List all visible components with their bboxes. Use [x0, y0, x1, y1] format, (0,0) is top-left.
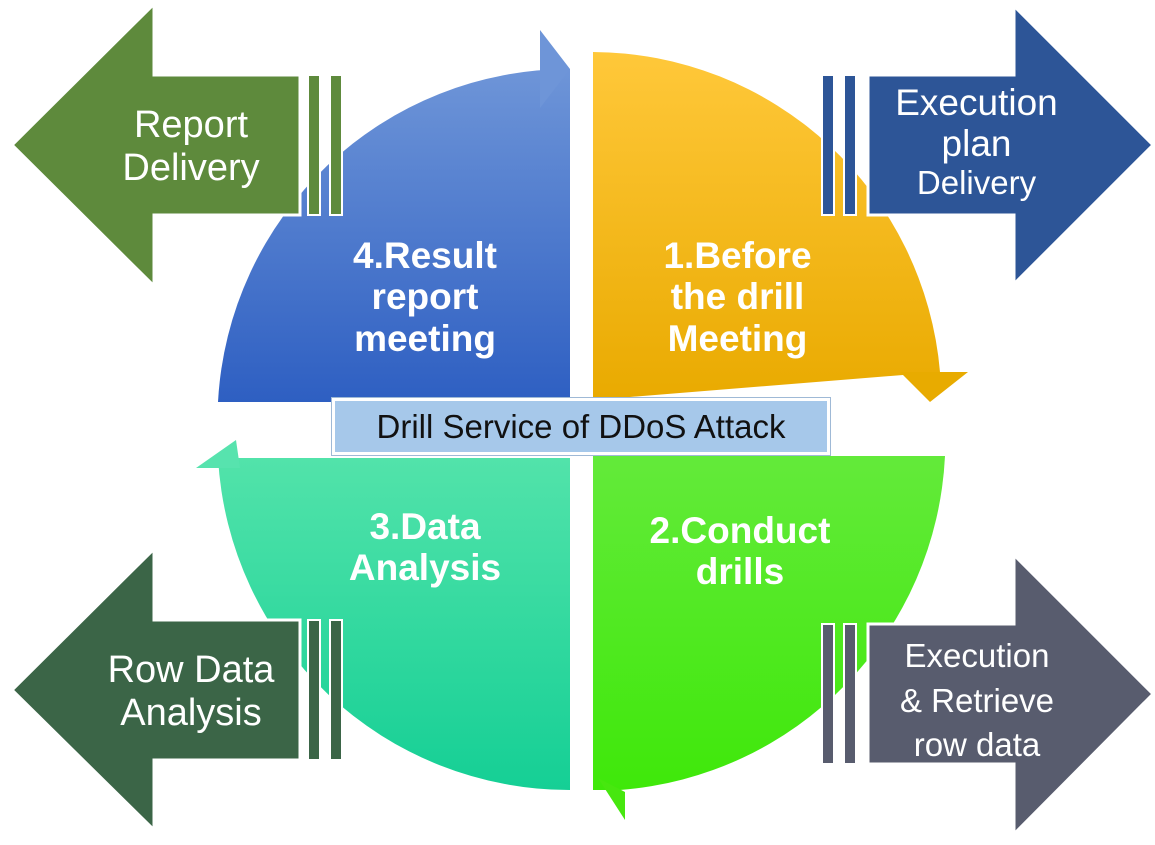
execution-retrieve-line-3: row data — [913, 726, 1041, 764]
quadrant-2-label: 2.Conduct drills — [620, 510, 860, 593]
quadrant-4-shape — [218, 68, 570, 402]
quadrant-4-arrowhead — [540, 30, 570, 108]
quadrant-4-line-3: meeting — [354, 317, 496, 359]
execution-retrieve-line-1: Execution — [904, 637, 1050, 674]
report-delivery-line-2: Delivery — [122, 146, 260, 189]
quadrant-2-line-1: 2.Conduct — [649, 510, 831, 551]
execution-retrieve-line-2: & Retrieve — [899, 681, 1055, 719]
diagram-title: Drill Service of DDoS Attack — [376, 407, 786, 445]
report-delivery-line-1: Report — [133, 104, 249, 146]
quadrant-4-line-1: 4.Result — [353, 235, 497, 276]
execution-plan-line-3: Delivery — [916, 163, 1037, 201]
quadrant-3-line-1: 3.Data — [369, 506, 481, 547]
quadrant-1-line-3: Meeting — [667, 317, 808, 359]
quadrant-2-arrowhead — [598, 778, 625, 820]
quadrant-3-line-2: Analysis — [348, 547, 502, 589]
quadrant-1-line-2: the drill — [670, 276, 805, 318]
execution-plan-line-2: plan — [941, 123, 1012, 165]
row-data-line-2: Analysis — [120, 691, 262, 734]
quadrant-1-line-1: 1.Before — [663, 235, 812, 276]
quadrant-1-arrowhead — [900, 372, 968, 402]
report-delivery-arrow — [9, 0, 343, 290]
quadrant-3-arrowhead — [196, 440, 240, 468]
execution-plan-line-1: Execution — [895, 82, 1058, 123]
quadrant-2-line-2: drills — [695, 551, 785, 593]
row-data-analysis-arrow — [9, 545, 343, 834]
execution-retrieve-arrow — [821, 551, 1155, 838]
quadrant-4-label: 4.Result report meeting — [320, 235, 530, 359]
quadrant-2-shape — [593, 456, 945, 790]
quadrant-1-label: 1.Before the drill Meeting — [630, 235, 845, 359]
quadrant-3-label: 3.Data Analysis — [320, 506, 530, 589]
execution-plan-arrow — [821, 2, 1155, 288]
quadrant-4-line-2: report — [371, 276, 479, 318]
execution-plan-label: Execution plan Delivery — [874, 82, 1079, 202]
report-delivery-label: Report Delivery — [96, 104, 286, 189]
row-data-analysis-label: Row Data Analysis — [82, 649, 300, 734]
row-data-line-1: Row Data — [107, 649, 275, 691]
quadrant-3-shape — [218, 458, 570, 791]
execution-retrieve-label: Execution & Retrieve row data — [868, 634, 1086, 768]
quadrant-1-shape — [593, 52, 940, 400]
diagram-title-box: Drill Service of DDoS Attack — [332, 398, 830, 455]
